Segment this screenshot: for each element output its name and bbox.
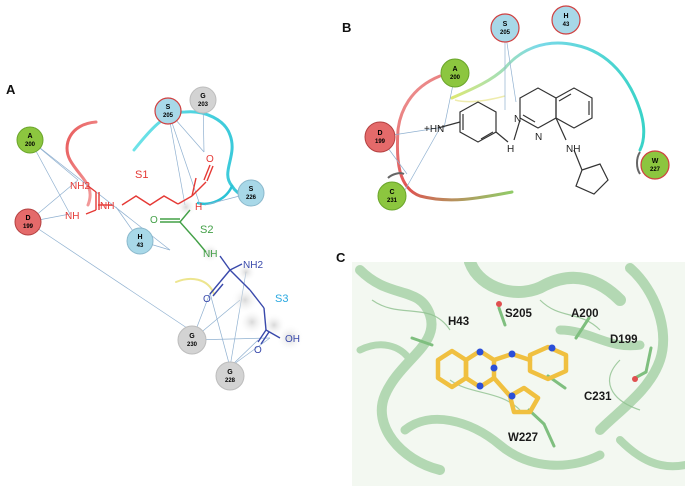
ligand-s2 — [160, 209, 207, 253]
ligand-s1 — [85, 164, 214, 215]
ribbon-cyan-tail — [196, 184, 234, 205]
ligand-b — [437, 87, 609, 195]
atom-o-s3: O — [203, 294, 211, 305]
residue-s205-b: S 205 — [490, 13, 520, 43]
residue-code: H — [563, 13, 568, 20]
residue-g230-a: G 230 — [177, 325, 207, 355]
residue-code: W — [652, 158, 659, 165]
site-s3: S3 — [275, 293, 288, 305]
residue-s226-a: S 226 — [237, 179, 265, 207]
ribbon-b-inner — [454, 95, 506, 103]
site-s1: S1 — [135, 169, 148, 181]
residue-num: 205 — [163, 113, 174, 119]
residue-g228-a: G 228 — [215, 361, 245, 391]
atom-nh2-s3: NH2 — [243, 260, 263, 271]
residue-c231-b: C 231 — [377, 181, 407, 211]
atom-o-s2: O — [150, 215, 158, 226]
residue-num: 203 — [198, 102, 209, 108]
label-d199: D199 — [610, 334, 638, 346]
residue-num: 200 — [450, 75, 461, 81]
residue-num: 227 — [650, 167, 661, 173]
atom-nh-left: H — [507, 144, 514, 155]
ribbon-red — [65, 120, 98, 207]
residue-num: 226 — [246, 195, 257, 201]
panel-a-label: A — [6, 82, 16, 97]
label-a200: A200 — [571, 308, 599, 320]
residue-code: H — [137, 234, 142, 241]
residue-d199-b: D 199 — [364, 121, 396, 153]
ribbon-yellow — [175, 277, 215, 295]
site-s2: S2 — [200, 224, 213, 236]
label-s205: S205 — [505, 308, 532, 320]
protein-render — [352, 262, 685, 486]
atom-nh2: NH2 — [70, 181, 90, 192]
atom-o-acid: O — [254, 345, 262, 356]
residue-h43-b: H 43 — [551, 5, 581, 35]
solvent-arc-w227 — [636, 151, 641, 175]
panel-c-label: C — [336, 250, 346, 265]
atom-nh-b: NH — [100, 201, 114, 212]
residue-num: 205 — [500, 30, 511, 36]
ligand-s1-atoms: NH2 NH NH O H — [65, 154, 214, 222]
residue-num: 200 — [25, 142, 36, 148]
residue-a200-b: A 200 — [440, 58, 470, 88]
residue-num: 199 — [23, 224, 34, 230]
atom-n2: N — [535, 132, 542, 143]
residue-num: 43 — [137, 243, 144, 249]
residue-d199-a: D 199 — [14, 208, 42, 236]
residue-h43-a: H 43 — [126, 227, 154, 255]
ribbon-b-cyan — [450, 41, 646, 152]
residue-num: 228 — [225, 378, 236, 384]
label-h43: H43 — [448, 316, 469, 328]
residue-code: D — [25, 215, 30, 222]
residue-s205-a: S 205 — [154, 97, 182, 125]
residue-g203-a: G 203 — [189, 86, 217, 114]
atom-nh-s2: NH — [203, 249, 217, 260]
residue-code: A — [452, 66, 457, 73]
residue-code: A — [27, 133, 32, 140]
residue-num: 199 — [375, 139, 386, 145]
residue-a200-a: A 200 — [16, 126, 44, 154]
ligand-s3-atoms: NH2 O O OH — [203, 260, 300, 356]
residue-code: G — [189, 333, 195, 340]
ribbon-b-red — [395, 74, 514, 202]
residue-code: S — [166, 104, 171, 111]
panel-c: C — [336, 250, 685, 486]
residue-code: S — [503, 21, 508, 28]
panel-b-label: B — [342, 20, 351, 35]
residue-w227-b: W 227 — [640, 150, 670, 180]
residue-code: G — [227, 369, 233, 376]
ligand-b-atoms: +HN H N N NH — [424, 114, 580, 155]
atom-nh: NH — [65, 211, 79, 222]
atom-oh: OH — [285, 334, 300, 345]
residue-num: 230 — [187, 342, 198, 348]
residue-code: S — [249, 186, 254, 193]
residue-num: 43 — [563, 22, 570, 28]
atom-o-s1: O — [206, 154, 214, 165]
solvent-arc-c231 — [387, 172, 405, 179]
label-c231: C231 — [584, 391, 612, 403]
panel-b: B +HN — [342, 5, 670, 211]
residue-code: D — [377, 130, 382, 137]
atom-n1: N — [514, 114, 521, 125]
atom-hn-plus: +HN — [424, 124, 444, 135]
label-w227: W227 — [508, 432, 538, 444]
residue-code: G — [200, 93, 206, 100]
panel-a: A — [6, 82, 304, 391]
atom-n-s1: H — [195, 202, 202, 213]
residue-code: C — [389, 189, 394, 196]
ligand-s3 — [209, 255, 281, 345]
atom-nh-right: NH — [566, 144, 580, 155]
residue-num: 231 — [387, 198, 398, 204]
